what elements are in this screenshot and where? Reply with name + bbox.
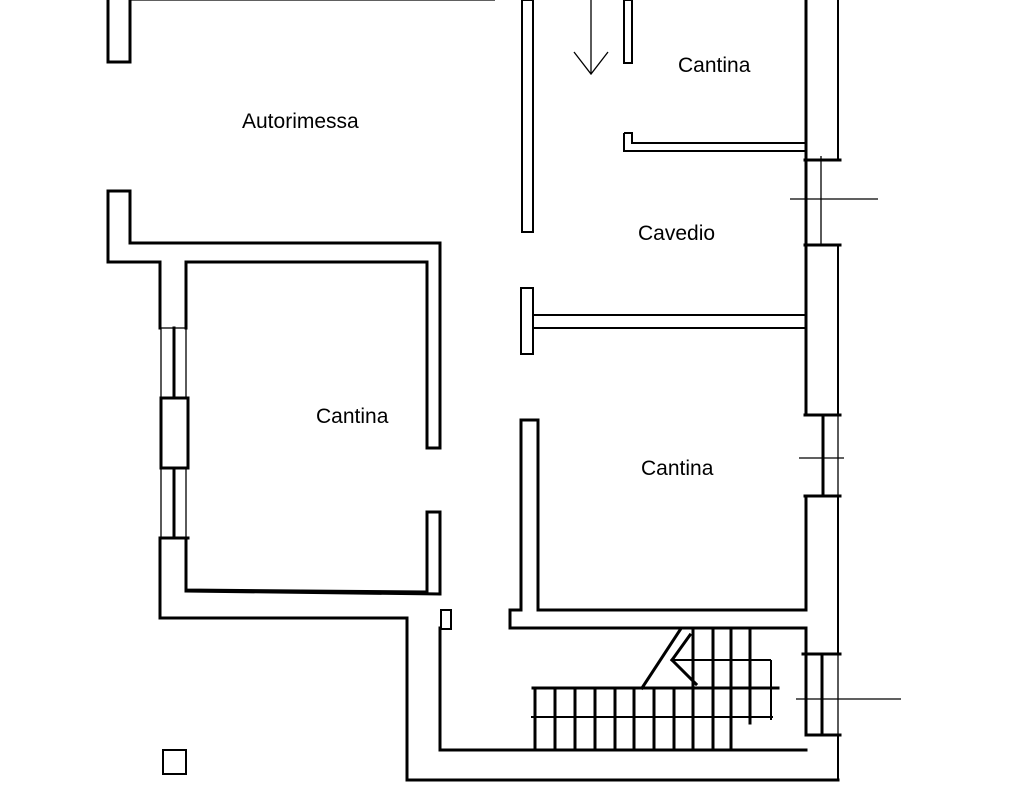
room-label-cantina-left: Cantina: [316, 405, 389, 428]
stair-arrow: [669, 632, 693, 663]
wall-corridor: [438, 0, 808, 752]
room-label-cantina-right: Cantina: [641, 457, 714, 480]
window-right-3: [796, 652, 901, 737]
pillar: [162, 749, 187, 775]
room-label-cantina-top: Cantina: [678, 54, 751, 77]
stair-arrow: [669, 657, 699, 687]
staircase: [498, 627, 808, 752]
room-label-autorimessa: Autorimessa: [242, 110, 359, 133]
window-right-1: [790, 156, 878, 247]
window-right-2: [799, 413, 844, 498]
wall-cantina-left: [158, 260, 840, 782]
room-label-cavedio: Cavedio: [638, 222, 716, 245]
down-arrow-icon: [573, 0, 609, 76]
stair-cut-line: [639, 627, 683, 691]
window-left: [158, 326, 190, 540]
wall-autorimessa: [106, 0, 495, 450]
